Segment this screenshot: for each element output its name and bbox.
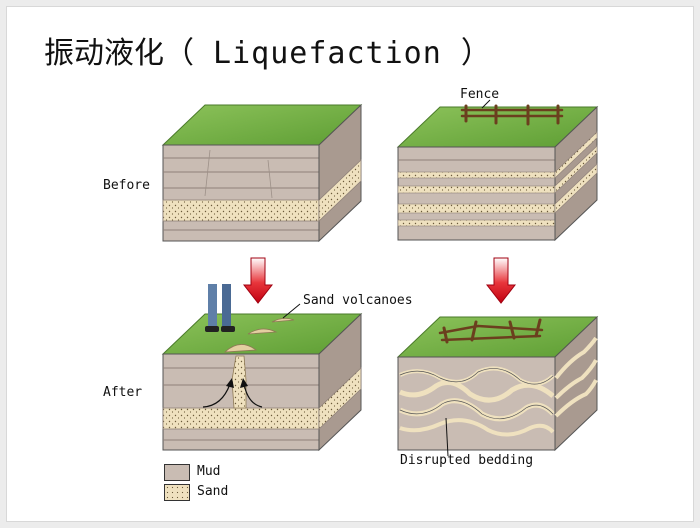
disrupted-fence-illustration — [438, 318, 544, 344]
label-before: Before — [103, 178, 150, 193]
legend-label-mud: Mud — [197, 464, 221, 479]
label-after: After — [103, 385, 143, 400]
fence-illustration — [460, 104, 564, 126]
legend-swatch-sand — [164, 484, 190, 501]
arrow-before-after-right — [485, 257, 517, 304]
legend-label-sand: Sand — [197, 484, 229, 499]
fence-leader — [481, 99, 491, 109]
block-after-left — [161, 284, 363, 452]
label-fence: Fence — [460, 87, 500, 102]
page-title: 振动液化（ Liquefaction ） — [44, 36, 492, 71]
arrow-before-after-left — [242, 257, 274, 304]
block-before-right — [396, 99, 599, 242]
label-sand-volcanoes: Sand volcanoes — [303, 293, 413, 308]
slide — [6, 6, 694, 522]
label-disrupted-bedding: Disrupted bedding — [400, 453, 534, 468]
legend-swatch-mud — [164, 464, 190, 481]
person-legs-illustration — [205, 284, 235, 332]
block-after-right — [396, 315, 599, 457]
sand-volcanoes-leader — [282, 303, 301, 319]
disrupted-bedding-leader — [445, 417, 449, 457]
block-before-left — [161, 103, 363, 243]
